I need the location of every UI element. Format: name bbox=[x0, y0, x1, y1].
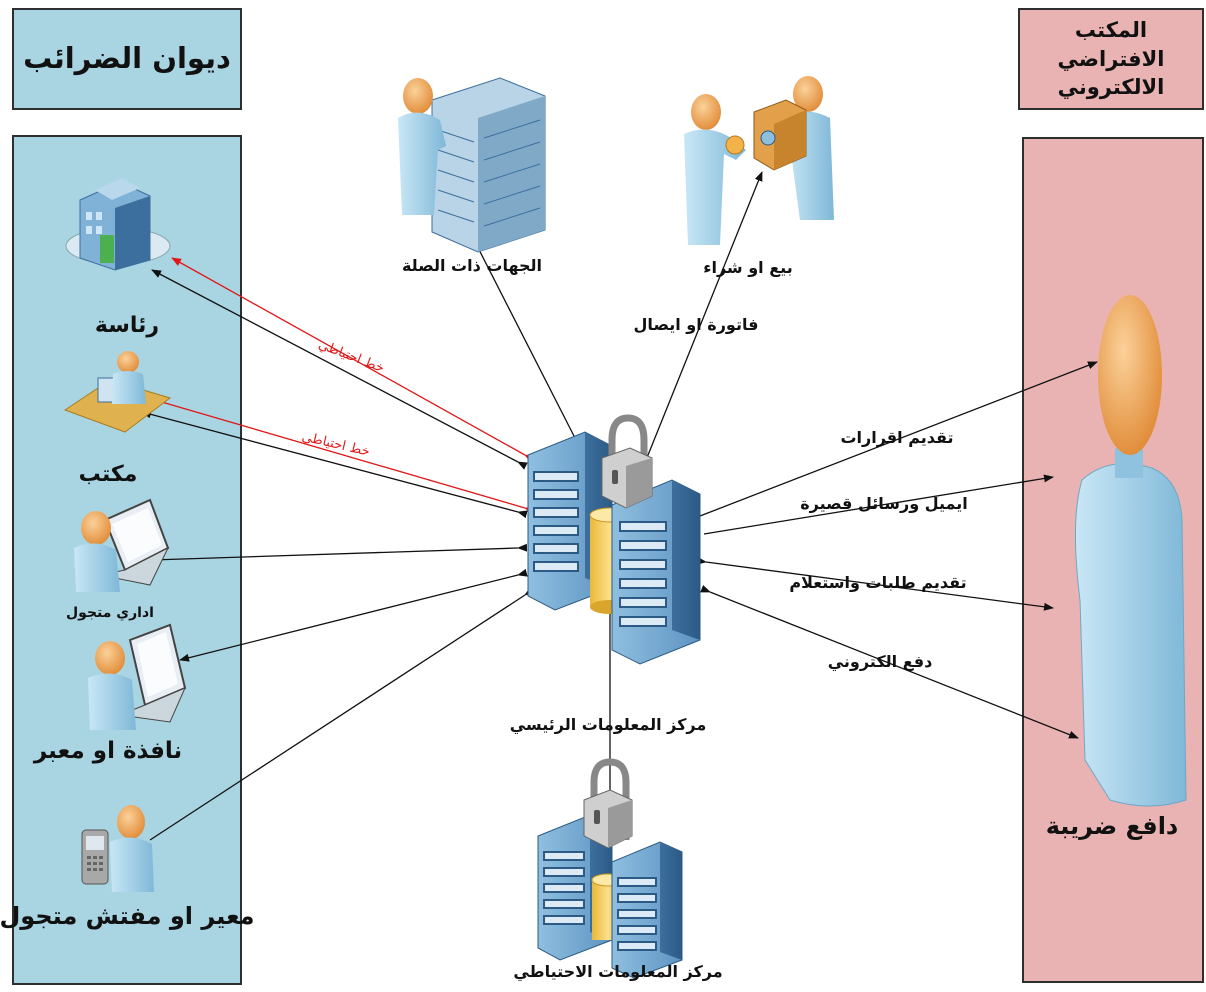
red-backup-line-2 bbox=[147, 396, 535, 515]
link-related-parties bbox=[469, 231, 583, 448]
label-presidency: رئاسة bbox=[94, 313, 160, 338]
label-epayment: دفع الكتروني bbox=[827, 652, 933, 671]
link-email-sms bbox=[703, 474, 1054, 535]
red-label-2: خط احتياطي bbox=[300, 430, 371, 460]
main-server-icon bbox=[527, 431, 701, 665]
window-user-icon bbox=[88, 623, 187, 730]
label-invoice: فاتورة او ايصال bbox=[633, 315, 759, 334]
label-requests: تقديم طلبات واستعلام bbox=[789, 573, 967, 592]
link-office bbox=[141, 410, 528, 519]
padlock-icon bbox=[601, 414, 653, 509]
link-mobile-admin bbox=[151, 543, 528, 564]
right-panel-title-text: المكتب الافتراضي الالكتروني bbox=[1057, 18, 1165, 100]
label-backup-center: مركز المعلومات الاحتياطي bbox=[513, 962, 723, 981]
padlock-icon bbox=[583, 758, 633, 849]
label-office: مكتب bbox=[78, 462, 138, 487]
label-declarations: تقديم اقرارات bbox=[840, 428, 954, 447]
link-epayment bbox=[700, 584, 1079, 739]
desk-worker-icon bbox=[63, 351, 172, 433]
label-buy-sell: بيع او شراء bbox=[703, 258, 793, 277]
laptop-user-icon bbox=[74, 498, 170, 592]
label-main-center: مركز المعلومات الرئيسي bbox=[509, 715, 707, 734]
label-mobile-admin: اداري متجول bbox=[66, 605, 154, 621]
link-presidency bbox=[151, 269, 528, 470]
label-email-sms: ايميل ورسائل قصيرة bbox=[800, 494, 968, 513]
link-inspector bbox=[149, 586, 535, 841]
label-crossing-inspector: معير او مفتش متجول bbox=[0, 902, 255, 930]
link-window bbox=[179, 568, 528, 662]
left-panel-title: ديوان الضرائب bbox=[12, 8, 242, 110]
right-panel-title: المكتب الافتراضي الالكتروني bbox=[1018, 8, 1204, 110]
label-related-parties: الجهات ذات الصلة bbox=[401, 256, 543, 275]
mobile-inspector-icon bbox=[81, 805, 154, 892]
link-declarations bbox=[690, 361, 1098, 523]
building-icon bbox=[65, 178, 171, 271]
red-label-1: خط احتياطي bbox=[316, 337, 386, 376]
backup-server-icon bbox=[537, 814, 683, 979]
server-rack-user-icon bbox=[398, 77, 546, 253]
link-invoice bbox=[641, 171, 763, 471]
label-taxpayer: دافع ضريبة bbox=[1045, 812, 1179, 840]
left-panel-title-text: ديوان الضرائب bbox=[23, 41, 231, 76]
taxpayer-icon bbox=[1074, 295, 1187, 807]
buyer-seller-icon bbox=[684, 76, 834, 245]
label-window: نافذة او معبر bbox=[33, 738, 183, 764]
